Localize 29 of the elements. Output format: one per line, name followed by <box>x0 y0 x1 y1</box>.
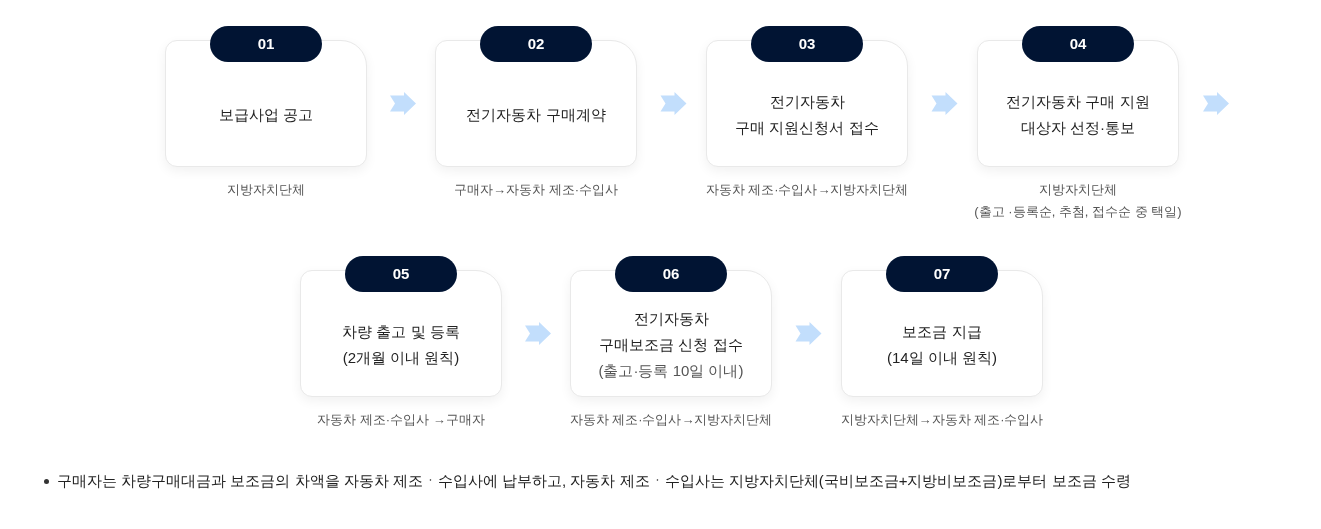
arrow <box>390 92 416 115</box>
step-text: 전기자동차 구매 지원 대상자 선정·통보 <box>1006 91 1150 138</box>
caption-text: 자동차 제조·수입사 →구매자 <box>317 411 485 429</box>
step-text: 전기자동차 구매보조금 신청 접수 <box>599 308 743 355</box>
step-badge: 05 <box>345 256 457 292</box>
step-text: 보급사업 공고 <box>218 104 314 125</box>
step-text: 차량 출고 및 등록 (2개월 이내 원칙) <box>342 321 460 368</box>
caption-text: 구매자→자동차 제조·수입사 <box>454 181 618 199</box>
arrow <box>1203 92 1229 115</box>
arrow <box>660 92 687 115</box>
arrow <box>931 92 958 115</box>
step-note: (출고·등록 10일 이내) <box>598 360 744 381</box>
step-text: 전기자동차 구매 지원신청서 접수 <box>735 91 879 138</box>
step-text: 전기자동차 구매계약 <box>466 104 606 125</box>
caption-text: 지방자치단체 <box>227 181 305 199</box>
step-text: 보조금 지급 (14일 이내 원칙) <box>887 321 997 368</box>
caption-text: 자동차 제조·수입사→지방자치단체 <box>569 411 773 429</box>
step-badge: 02 <box>480 26 592 62</box>
note-text: 구매자는 차량구매대금과 보조금의 차액을 자동차 제조ㆍ수입사에 납부하고, 자동차 제조ㆍ수입사는 지방자치단체(국비보조금+지방비보조금)로부터 보조금 수령 <box>57 471 1131 491</box>
step-badge: 01 <box>210 26 322 62</box>
step-badge: 04 <box>1022 26 1134 62</box>
arrow <box>525 322 551 345</box>
caption-text: 지방자치단체→자동차 제조·수입사 <box>840 411 1044 429</box>
arrow <box>795 322 822 345</box>
step-badge: 06 <box>615 256 727 292</box>
step-badge: 03 <box>751 26 863 62</box>
step-badge: 07 <box>886 256 998 292</box>
caption-text: 지방자치단체 (출고 ·등록순, 추첨, 접수순 중 택일) <box>974 181 1182 221</box>
caption-text: 자동차 제조·수입사→지방자치단체 <box>705 181 909 199</box>
